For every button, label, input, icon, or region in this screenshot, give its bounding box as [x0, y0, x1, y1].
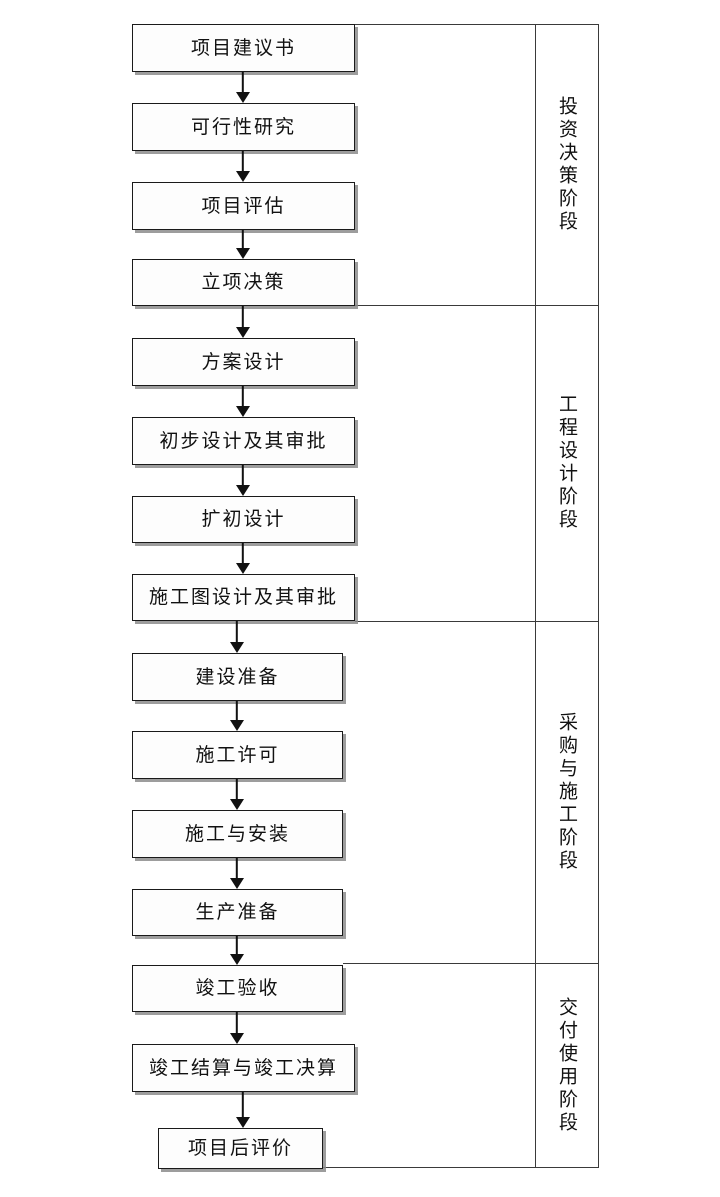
process-node-extended-preliminary-design[interactable]: 扩初设计 — [132, 496, 355, 543]
frame-right-edge-rule — [598, 24, 599, 1168]
edge-arrow-n2-n3 — [236, 151, 250, 182]
process-node-preliminary-design-approval[interactable]: 初步设计及其审批 — [132, 417, 355, 465]
edge-arrow-n8-n9 — [230, 621, 244, 653]
edge-arrow-n1-n2 — [236, 72, 250, 103]
phase-label-delivery-use: 交付使用阶段 — [556, 996, 577, 1135]
frame-divider-bottom — [323, 1167, 598, 1168]
edge-arrow-n11-n12 — [230, 858, 244, 889]
process-node-construction-preparation[interactable]: 建设准备 — [132, 653, 343, 701]
edge-arrow-n3-n4 — [236, 230, 250, 259]
edge-arrow-n5-n6 — [236, 386, 250, 417]
phase-label-investment-decision: 投资决策阶段 — [556, 95, 577, 234]
edge-arrow-n4-n5 — [236, 306, 250, 338]
frame-divider-3 — [343, 963, 598, 964]
phase-label-procurement-construction: 采购与施工阶段 — [556, 711, 577, 873]
process-node-scheme-design[interactable]: 方案设计 — [132, 338, 355, 386]
process-node-project-appraisal[interactable]: 项目评估 — [132, 182, 355, 230]
process-node-construction-installation[interactable]: 施工与安装 — [132, 810, 343, 858]
frame-divider-top — [355, 24, 598, 25]
edge-arrow-n7-n8 — [236, 543, 250, 574]
process-node-production-preparation[interactable]: 生产准备 — [132, 889, 343, 936]
process-node-construction-drawing-approval[interactable]: 施工图设计及其审批 — [132, 574, 355, 621]
frame-divider-2 — [355, 621, 598, 622]
edge-arrow-n6-n7 — [236, 465, 250, 496]
frame-divider-1 — [355, 305, 598, 306]
process-node-construction-permit[interactable]: 施工许可 — [132, 731, 343, 779]
edge-arrow-n9-n10 — [230, 701, 244, 731]
edge-arrow-n10-n11 — [230, 779, 244, 810]
process-node-approval-decision[interactable]: 立项决策 — [132, 259, 355, 306]
process-node-final-settlement-accounts[interactable]: 竣工结算与竣工决算 — [132, 1044, 355, 1092]
process-node-post-project-evaluation[interactable]: 项目后评价 — [158, 1128, 323, 1169]
process-node-project-proposal[interactable]: 项目建议书 — [132, 24, 355, 72]
edge-arrow-n13-n14 — [230, 1012, 244, 1044]
frame-label-column-rule — [535, 24, 536, 1168]
process-node-feasibility-study[interactable]: 可行性研究 — [132, 103, 355, 151]
edge-arrow-n14-n15 — [236, 1092, 250, 1128]
edge-arrow-n12-n13 — [230, 936, 244, 965]
phase-label-engineering-design: 工程设计阶段 — [556, 394, 577, 532]
process-node-completion-acceptance[interactable]: 竣工验收 — [132, 965, 343, 1012]
